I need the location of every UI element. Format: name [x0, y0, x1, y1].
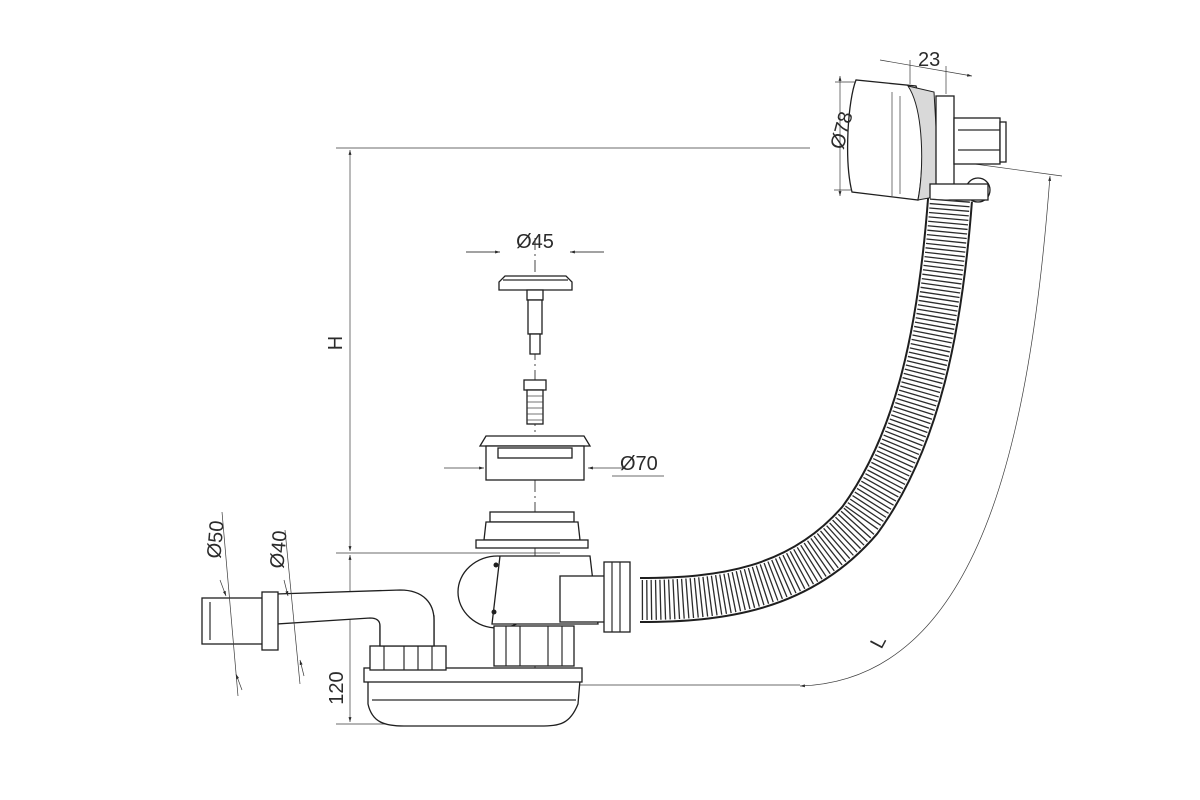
h120-label: 120	[326, 671, 348, 704]
plug: Ø45	[466, 231, 604, 355]
trap-bowl	[363, 667, 583, 727]
outlet-pipe	[201, 589, 435, 651]
h-dimension: H	[325, 147, 810, 554]
outlet-dimensions: Ø50 Ø40	[203, 511, 305, 697]
overflow-head: 23 Ø78	[827, 49, 1007, 203]
d40-label: Ø40	[266, 530, 291, 570]
d50-label: Ø50	[203, 520, 228, 560]
d23-label: 23	[918, 49, 940, 71]
d45-label: Ø45	[516, 231, 554, 253]
l-dimension: L	[560, 161, 1063, 688]
screw	[523, 379, 547, 425]
flexible-hose	[639, 198, 973, 623]
l-label: L	[866, 632, 891, 652]
d70-label: Ø70	[620, 453, 658, 475]
drain-body	[457, 511, 631, 667]
drain-flange: Ø70	[444, 435, 664, 481]
h-label: H	[325, 336, 347, 350]
